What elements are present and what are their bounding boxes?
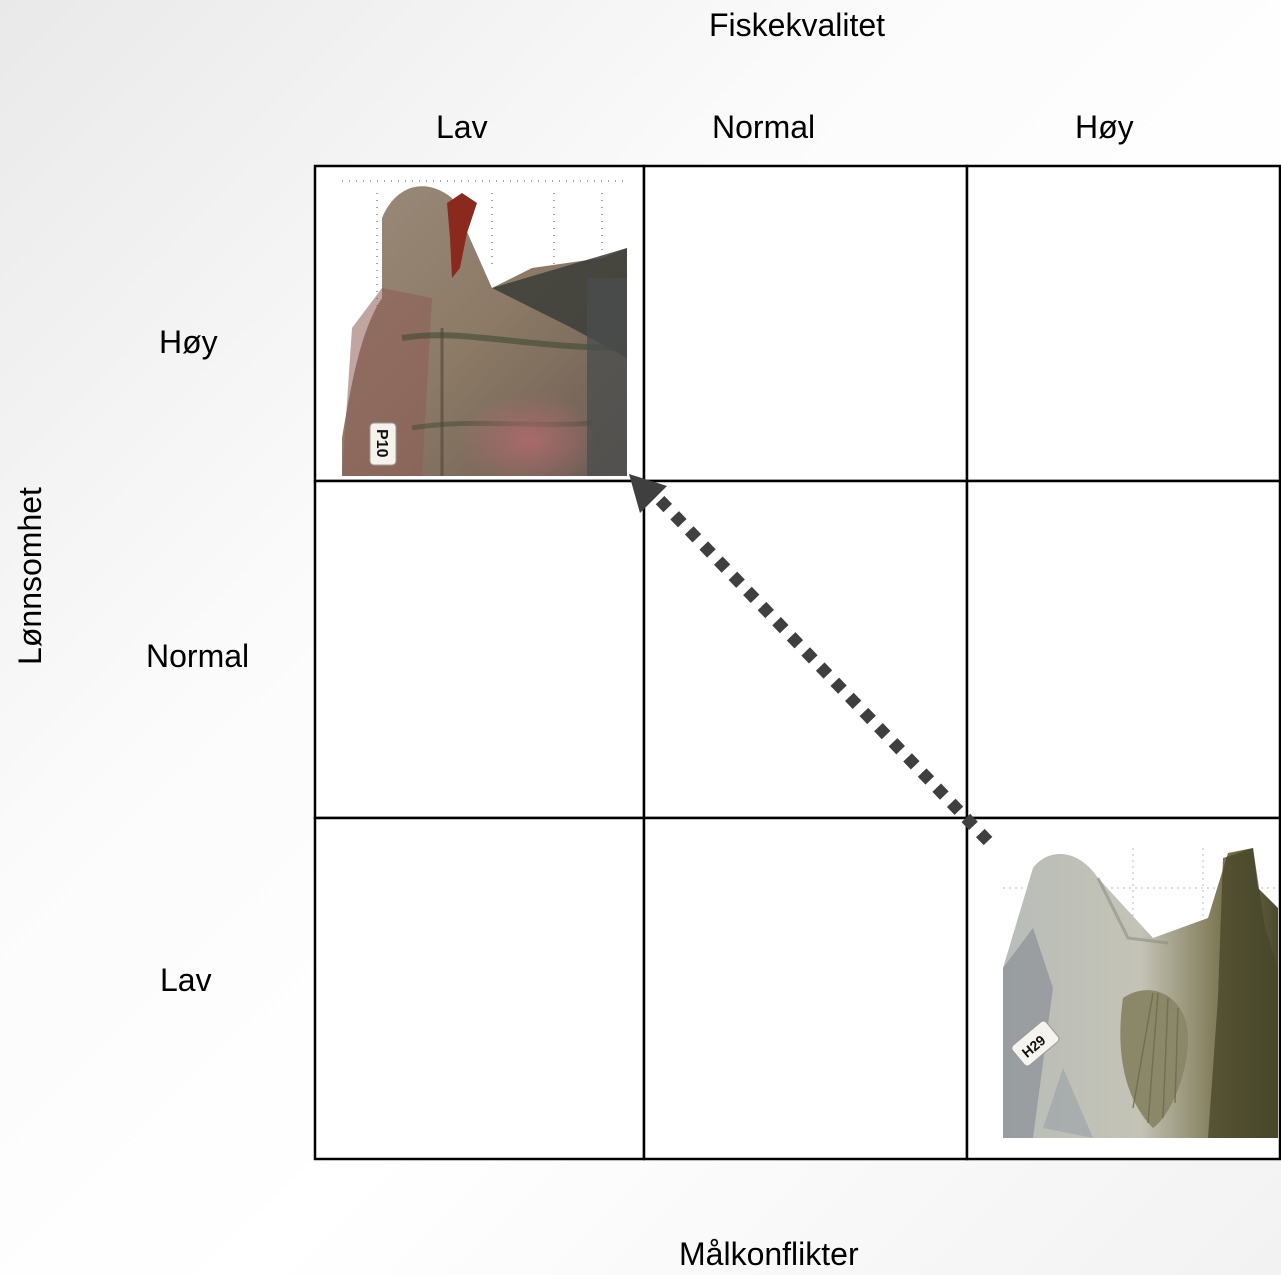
grid-cell: [965, 164, 1281, 483]
column-label-normal: Normal: [712, 109, 816, 145]
grid-cell: [965, 479, 1281, 820]
column-label-lav: Lav: [436, 109, 488, 145]
row-label-lav: Lav: [160, 962, 212, 998]
grid-cell: [642, 816, 969, 1161]
row-label-normal: Normal: [146, 638, 250, 674]
svg-text:P10: P10: [373, 429, 390, 458]
fish-tag: P10: [369, 422, 397, 466]
grid-cell: [642, 164, 969, 483]
fish-photo-low-quality: P10: [342, 178, 627, 476]
grid-cell: [313, 816, 646, 1161]
grid-cell: [313, 479, 646, 820]
top-axis-title: Fiskekvalitet: [709, 7, 886, 43]
row-label-hoy: Høy: [159, 324, 218, 360]
arrowhead-icon: [629, 474, 667, 513]
bottom-title: Målkonflikter: [679, 1236, 859, 1272]
dotted-arrow: [629, 474, 993, 846]
fish-photo-high-quality: H29: [1003, 848, 1278, 1138]
column-label-hoy: Høy: [1075, 109, 1134, 145]
